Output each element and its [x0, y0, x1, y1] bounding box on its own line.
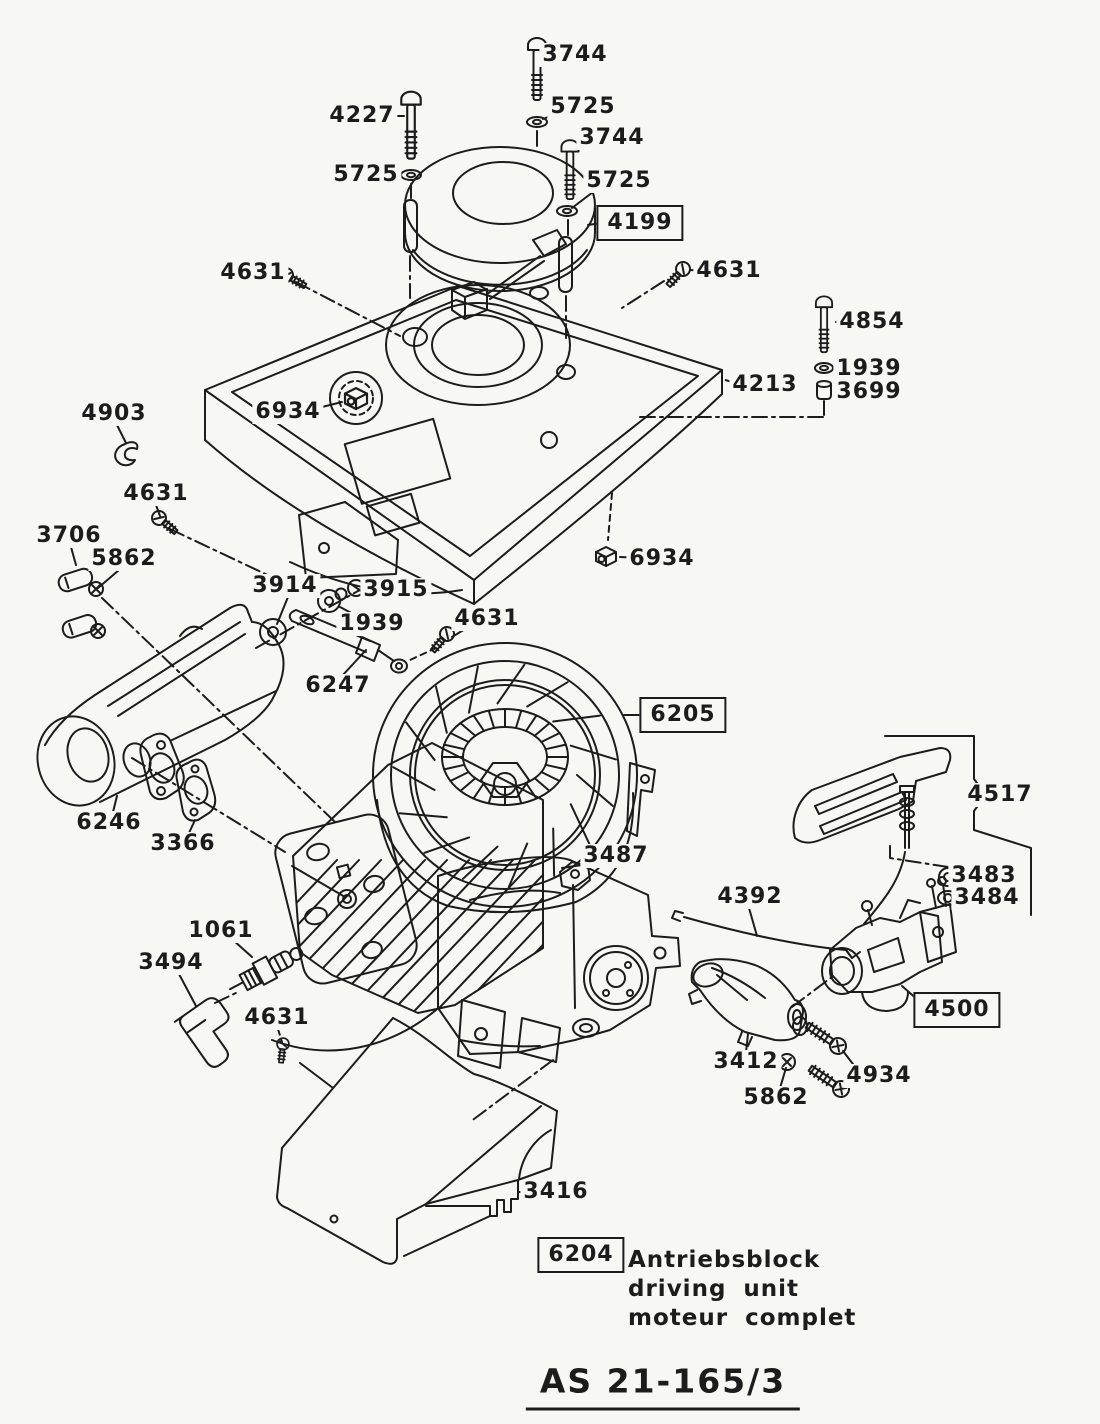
part-label: 3699	[833, 380, 905, 404]
caption-block: Antriebsblock driving unit moteur comple…	[628, 1246, 856, 1333]
part-label: 5725	[330, 163, 402, 187]
part-label: 3487	[580, 844, 652, 868]
part-label: 5725	[583, 169, 655, 193]
part-label: 3416	[520, 1180, 592, 1204]
part-ref-box: 6205	[639, 697, 727, 733]
part-label: 3706	[33, 524, 105, 548]
air-duct	[276, 1017, 558, 1265]
part-label: 1061	[185, 919, 257, 943]
part-label: 4517	[964, 783, 1036, 807]
caption-line-fr: moteur complet	[628, 1305, 857, 1331]
part-label: 5862	[740, 1086, 812, 1110]
exhaust-gaskets	[139, 732, 217, 822]
part-label: 3494	[135, 951, 207, 975]
part-label: 4631	[693, 259, 765, 283]
part-label: 3744	[576, 126, 648, 150]
drawing-number: AS 21-165/3	[525, 1362, 801, 1411]
cylinder-block	[274, 742, 544, 1014]
part-label: 3366	[147, 832, 219, 856]
carburetor	[821, 876, 957, 1012]
part-label: 3744	[539, 43, 611, 67]
part-label: 3483	[948, 864, 1020, 888]
part-label: 6934	[626, 547, 698, 571]
part-label: 5862	[88, 547, 160, 571]
part-label: 4631	[241, 1006, 313, 1030]
part-label: 6247	[302, 674, 374, 698]
part-label: 3412	[710, 1050, 782, 1074]
part-ref-box: 4500	[913, 992, 1001, 1028]
part-label: 3914	[249, 574, 321, 598]
part-label: 4227	[326, 104, 398, 128]
air-cleaner-cover	[403, 146, 596, 320]
caption-line-de: Antriebsblock	[628, 1247, 821, 1273]
part-label: 4392	[714, 885, 786, 909]
part-label: 1939	[833, 357, 905, 381]
clip-4903	[114, 441, 139, 467]
part-label: 1939	[336, 612, 408, 636]
part-label: 4903	[78, 402, 150, 426]
part-label: 3484	[951, 886, 1023, 910]
mounting-bolts	[400, 37, 580, 339]
part-label: 5725	[547, 95, 619, 119]
shroud-bolt-stack	[639, 295, 834, 418]
part-label: 3915	[360, 578, 432, 602]
shield-clips	[57, 567, 106, 639]
part-label: 4631	[217, 261, 289, 285]
part-ref-box: 4199	[596, 205, 684, 241]
part-label: 4631	[120, 482, 192, 506]
part-label: 6934	[252, 400, 324, 424]
intake-elbow	[688, 958, 837, 1047]
part-label: 4934	[843, 1064, 915, 1088]
spark-plug	[229, 946, 304, 992]
part-label: 4631	[451, 607, 523, 631]
part-label: 4213	[729, 373, 801, 397]
part-label: 4854	[836, 310, 908, 334]
spark-plug-cap	[173, 997, 230, 1068]
part-ref-box: 6204	[537, 1237, 625, 1273]
crankcase	[271, 856, 681, 1069]
caption-line-en: driving unit	[628, 1276, 800, 1302]
part-label: 6246	[73, 811, 145, 835]
